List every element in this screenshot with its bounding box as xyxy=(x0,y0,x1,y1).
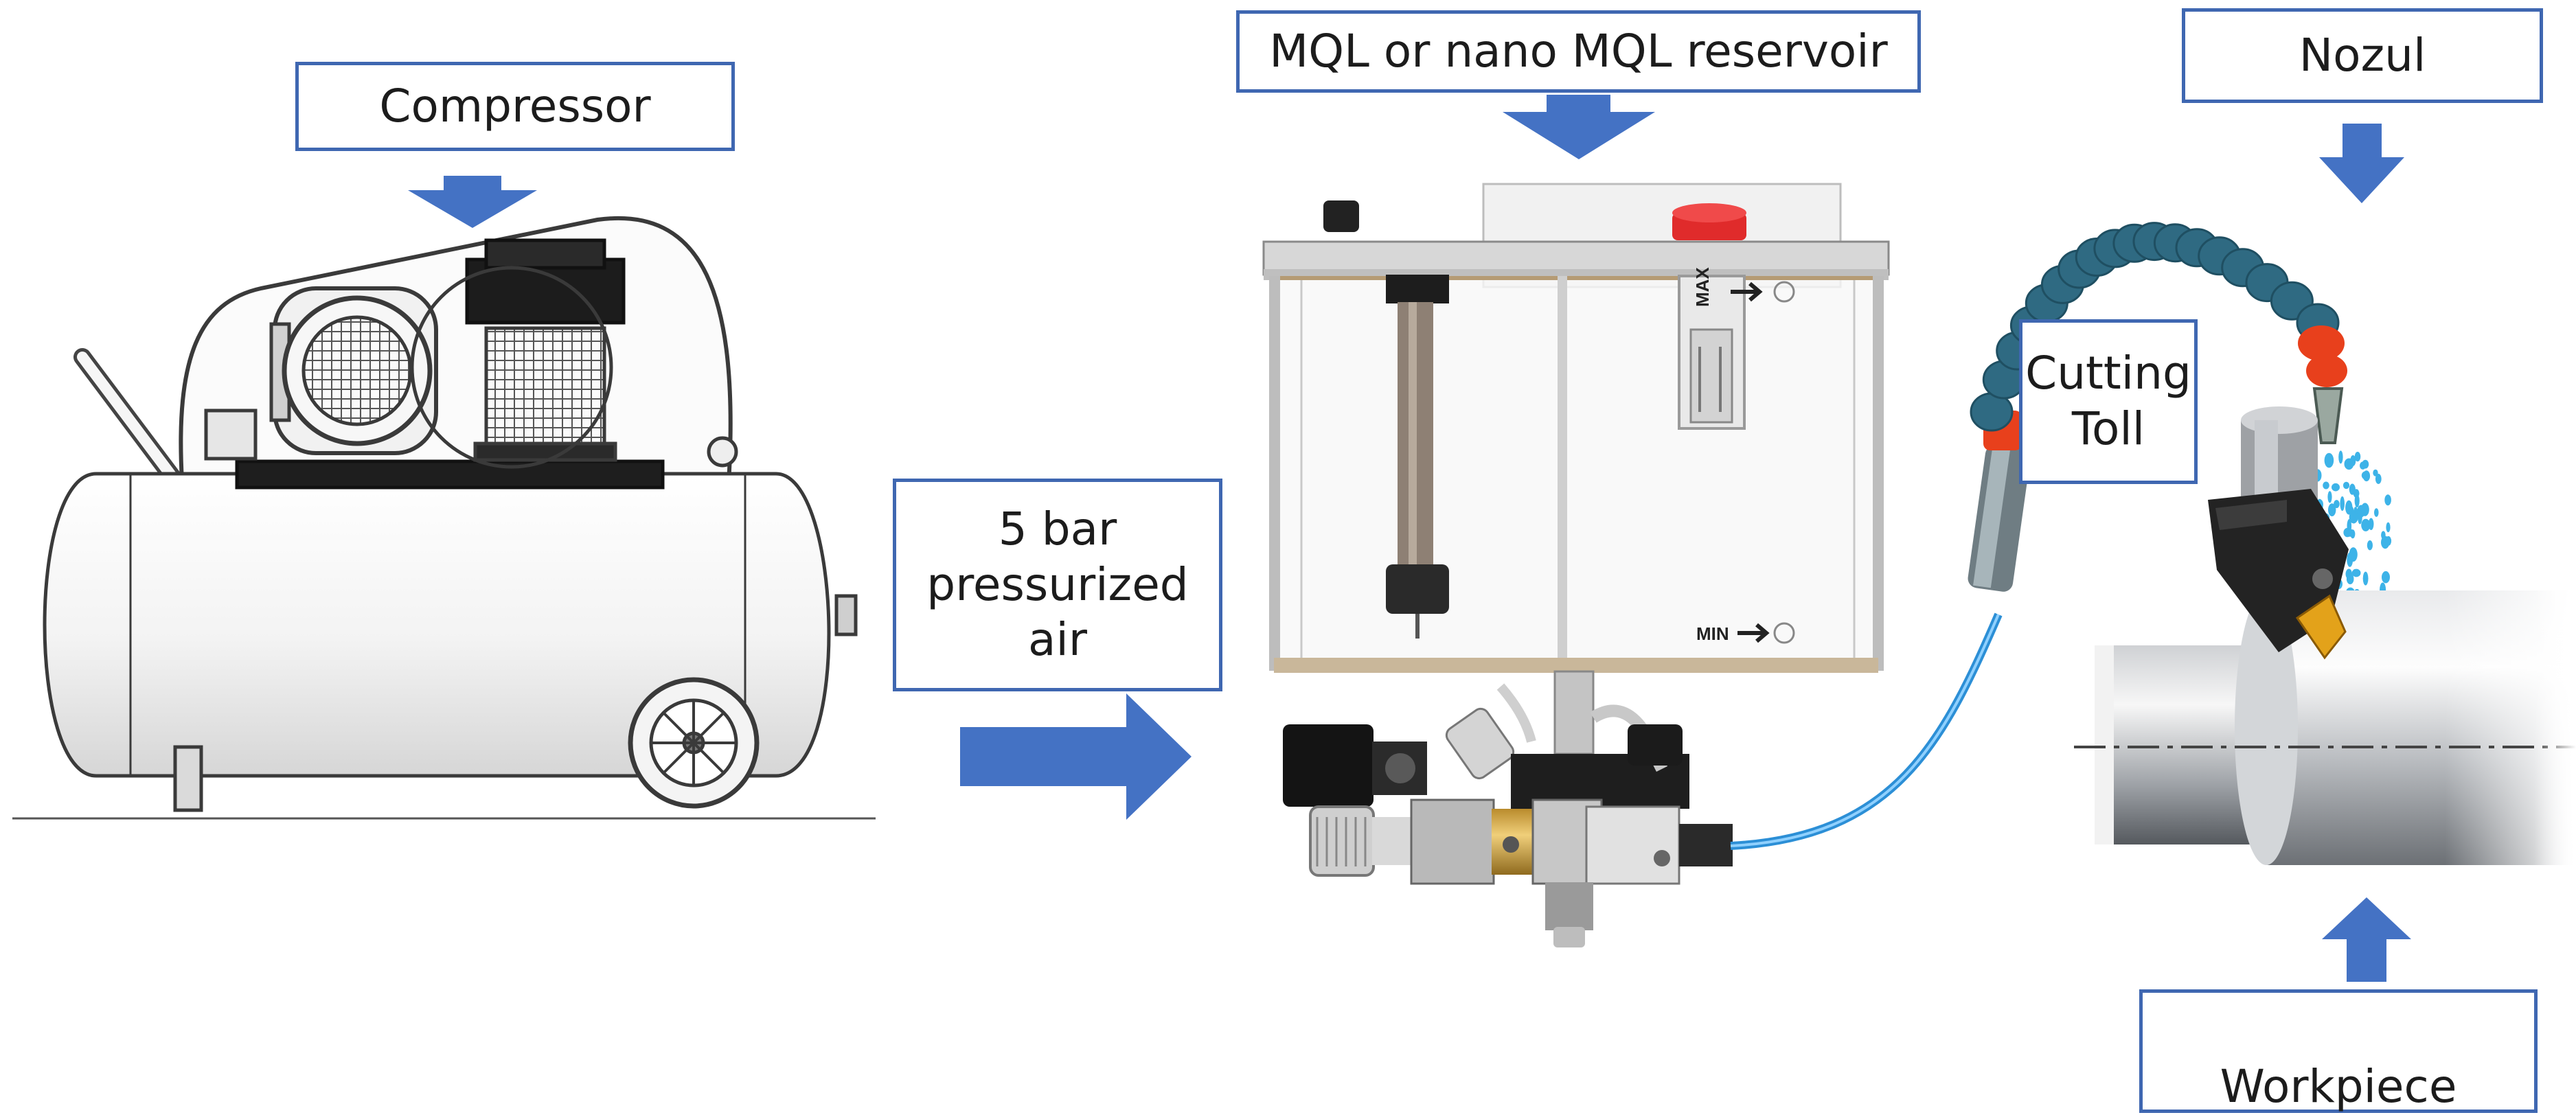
nozzle-tip xyxy=(2298,325,2347,444)
level-gauge xyxy=(1678,275,1746,430)
workpiece-label: Workpiece xyxy=(2220,1060,2457,1114)
motor-base-plate xyxy=(235,459,665,490)
max-mark: MAX xyxy=(1692,267,1713,307)
mist-droplet xyxy=(2384,494,2391,506)
compressor-label: Compressor xyxy=(379,79,651,133)
suction-tube xyxy=(1386,275,1449,639)
workpiece-label-box: Workpiece xyxy=(2139,989,2538,1113)
mist-droplet xyxy=(2351,568,2361,577)
hose-coupling xyxy=(1968,411,2031,592)
mist-droplet xyxy=(2327,491,2332,503)
mist-droplet xyxy=(2344,458,2354,470)
max-arrow xyxy=(1731,281,1763,302)
mist-droplet xyxy=(2361,518,2371,531)
vent-knob xyxy=(1323,200,1359,232)
pressurized-air-label: 5 bar pressurized air xyxy=(926,503,1189,667)
mist-droplet xyxy=(2334,500,2340,509)
mist-droplet xyxy=(2373,469,2378,476)
mist-droplet xyxy=(2386,522,2391,533)
electric-motor xyxy=(204,286,438,461)
mist-droplet xyxy=(2345,529,2355,537)
compressor-foot xyxy=(173,745,203,812)
mist-droplet xyxy=(2328,503,2336,516)
mist-droplet xyxy=(2338,450,2343,464)
mist-droplet xyxy=(2343,481,2350,490)
cutting-tool-holder xyxy=(2208,406,2349,660)
cutting-tool-label: Cutting Toll xyxy=(2025,347,2191,455)
mist-droplet xyxy=(2354,452,2361,462)
mist-droplet xyxy=(2340,496,2345,511)
mist-droplet xyxy=(2368,518,2374,531)
cutting-insert xyxy=(2295,594,2347,660)
mist-droplet xyxy=(2345,500,2353,515)
arrow-to-reservoir xyxy=(1503,95,1655,159)
nozzle-label-box: Nozul xyxy=(2182,8,2543,103)
mist-droplet xyxy=(2332,483,2340,492)
arrow-pressurized-air xyxy=(960,693,1192,820)
outlet-column xyxy=(1553,670,1595,755)
mist-droplet xyxy=(2326,455,2331,463)
mist-droplet xyxy=(2367,540,2373,551)
min-mark: MIN xyxy=(1696,623,1729,644)
mist-droplet xyxy=(2382,571,2390,584)
air-compressor xyxy=(12,216,876,820)
solenoid-valve xyxy=(1283,724,1427,807)
min-arrow xyxy=(1737,623,1770,643)
mist-droplet xyxy=(2362,571,2369,586)
air-adjust-knob xyxy=(1445,683,1536,780)
lathe-workpiece xyxy=(2074,590,2576,865)
arrow-to-workpiece xyxy=(2322,897,2411,982)
air-tank xyxy=(43,472,831,778)
mist-droplet xyxy=(2346,573,2354,584)
reservoir-label-box: MQL or nano MQL reservoir xyxy=(1236,10,1921,93)
belt-guard xyxy=(179,216,733,495)
mql-reservoir-unit: MAX MIN xyxy=(1262,183,1890,947)
mist-droplet xyxy=(2374,508,2379,517)
mist-droplet xyxy=(2349,547,2358,562)
air-outlet-fitting xyxy=(834,594,858,636)
mixing-valve xyxy=(1309,798,1733,947)
mist-droplet xyxy=(2353,489,2360,498)
drain-valve-knob xyxy=(707,436,738,468)
mist-droplet xyxy=(2358,509,2362,525)
mist-droplet xyxy=(2349,510,2358,524)
mist-droplet xyxy=(2360,461,2367,470)
mist-droplet xyxy=(2360,503,2369,516)
arrow-to-compressor xyxy=(408,176,537,228)
mist-droplet xyxy=(2375,474,2382,484)
arrow-to-nozzle xyxy=(2319,124,2404,203)
nozzle-label: Nozul xyxy=(2299,28,2426,82)
transparent-oil-tank xyxy=(1272,276,1880,668)
pressurized-air-label-box: 5 bar pressurized air xyxy=(893,479,1222,691)
compressor-wheel xyxy=(628,677,760,809)
filler-cap xyxy=(1672,203,1746,240)
cutting-tool-label-box: Cutting Toll xyxy=(2019,319,2198,484)
mist-droplet xyxy=(2361,471,2370,480)
mist-droplet xyxy=(2323,481,2329,490)
mist-droplet xyxy=(2385,536,2392,546)
reservoir-label: MQL or nano MQL reservoir xyxy=(1269,24,1888,78)
compressor-label-box: Compressor xyxy=(295,62,735,151)
compressor-pump-head xyxy=(410,238,626,469)
